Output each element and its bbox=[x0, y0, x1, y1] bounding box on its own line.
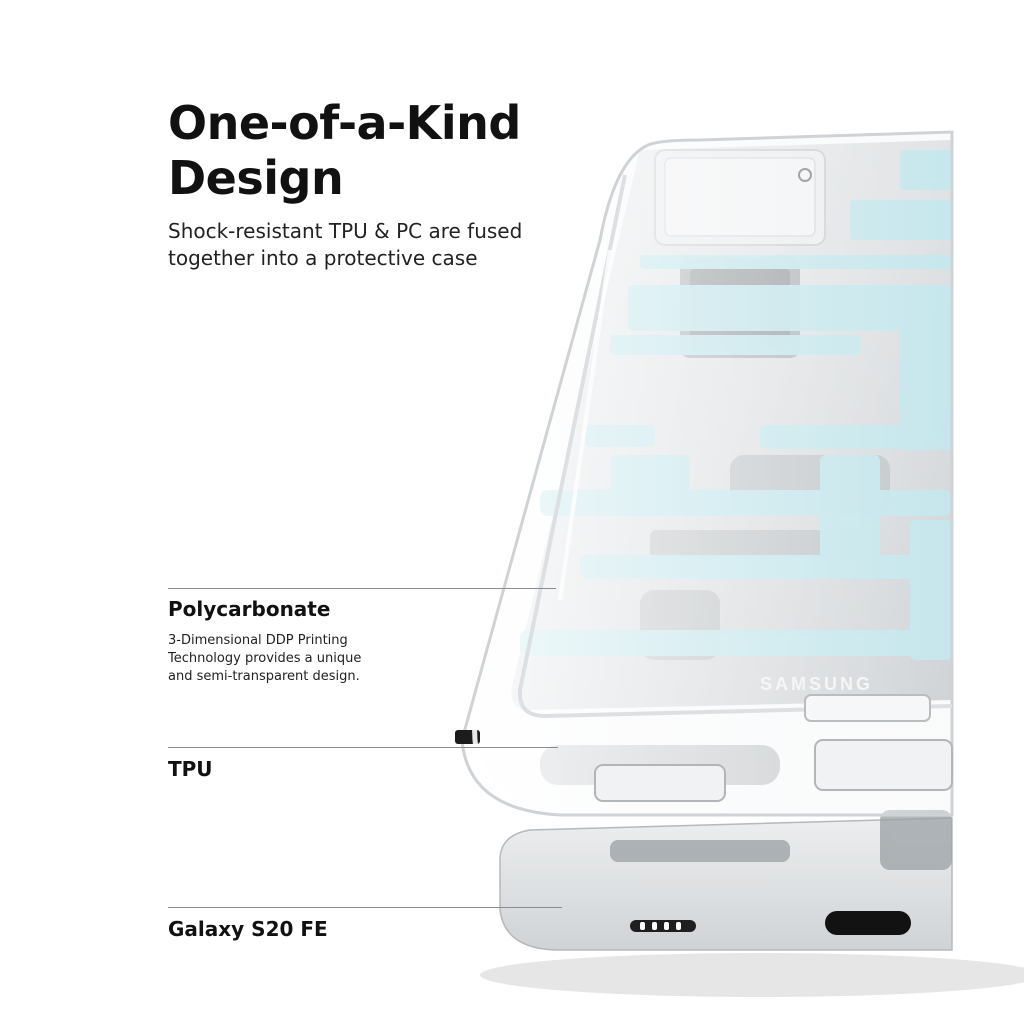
polycarbonate-description: 3-Dimensional DDP Printing Technology pr… bbox=[168, 632, 428, 686]
headline: One-of-a-Kind Design bbox=[168, 96, 588, 206]
side-button-icon bbox=[804, 694, 931, 722]
polycarbonate-description-line-1: 3-Dimensional DDP Printing bbox=[168, 633, 348, 648]
polycarbonate-description-line-2: Technology provides a unique bbox=[168, 651, 362, 666]
usb-c-port-icon bbox=[825, 911, 911, 935]
galaxy-s20-fe-label: Galaxy S20 FE bbox=[168, 917, 328, 941]
polycarbonate-description-line-3: and semi-transparent design. bbox=[168, 669, 360, 684]
subheadline: Shock-resistant TPU & PC are fused toget… bbox=[168, 218, 588, 272]
side-button-icon bbox=[594, 764, 726, 802]
subheadline-line-1: Shock-resistant TPU & PC are fused bbox=[168, 219, 523, 243]
case-inner-edge bbox=[517, 174, 953, 719]
headline-line-2: Design bbox=[168, 151, 344, 205]
case-outline bbox=[460, 130, 954, 817]
tpu-callout-line bbox=[168, 747, 558, 748]
polycarbonate-callout-line bbox=[168, 588, 556, 589]
device-shadow bbox=[480, 953, 1024, 997]
galaxy-callout-line bbox=[168, 907, 562, 908]
subheadline-line-2: together into a protective case bbox=[168, 246, 478, 270]
speaker-grille-icon bbox=[630, 920, 696, 932]
tpu-label: TPU bbox=[168, 757, 213, 781]
headline-line-1: One-of-a-Kind bbox=[168, 96, 521, 150]
polycarbonate-label: Polycarbonate bbox=[168, 597, 331, 621]
